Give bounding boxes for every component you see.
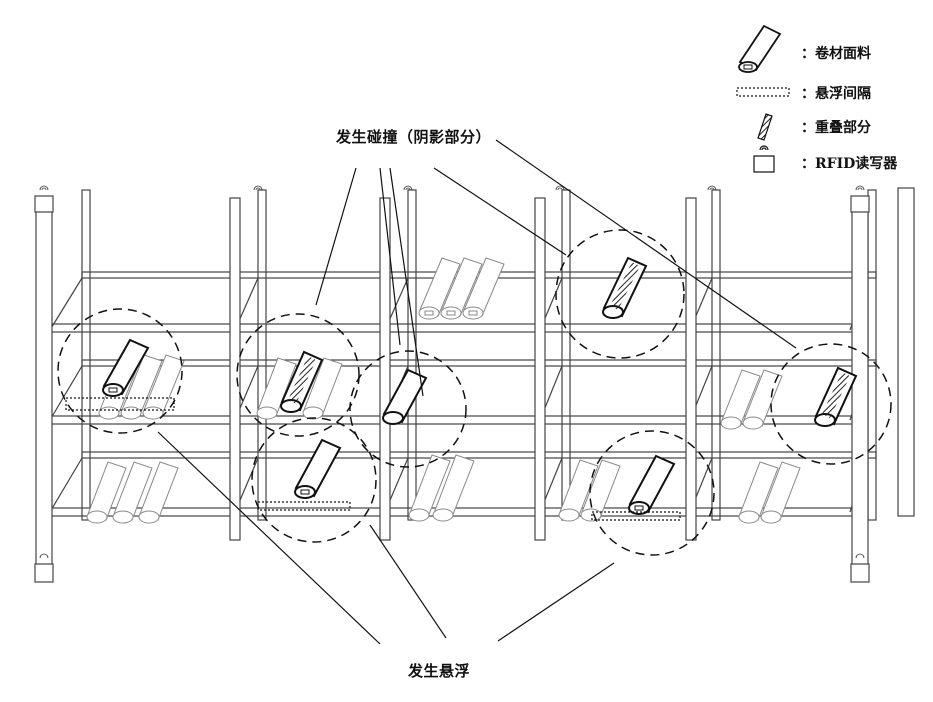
legend-item-suspension-gap: ：悬浮间隔 bbox=[735, 80, 925, 106]
legend-item-roll-material: ：卷材面料 bbox=[735, 40, 925, 66]
callout-collision: 发生碰撞（阴影部分） bbox=[336, 126, 491, 147]
roll-overlap-2 bbox=[603, 258, 646, 318]
leader-lines bbox=[158, 140, 796, 644]
legend-label-overlap-part: ：重叠部分 bbox=[801, 117, 871, 137]
callout-suspension: 发生悬浮 bbox=[408, 660, 470, 681]
legend-label-rfid-reader: ：RFID读写器 bbox=[801, 153, 897, 173]
roll-suspended-3 bbox=[629, 456, 674, 514]
roll-overlap-3 bbox=[815, 368, 856, 426]
legend-label-suspension-gap: ：悬浮间隔 bbox=[801, 83, 871, 103]
roll-suspended-2 bbox=[295, 440, 340, 498]
legend-label-roll-material: ：卷材面料 bbox=[801, 43, 871, 63]
legend-item-rfid-reader: ：RFID读写器 bbox=[735, 150, 925, 176]
legend-item-overlap-part: ：重叠部分 bbox=[735, 114, 925, 140]
